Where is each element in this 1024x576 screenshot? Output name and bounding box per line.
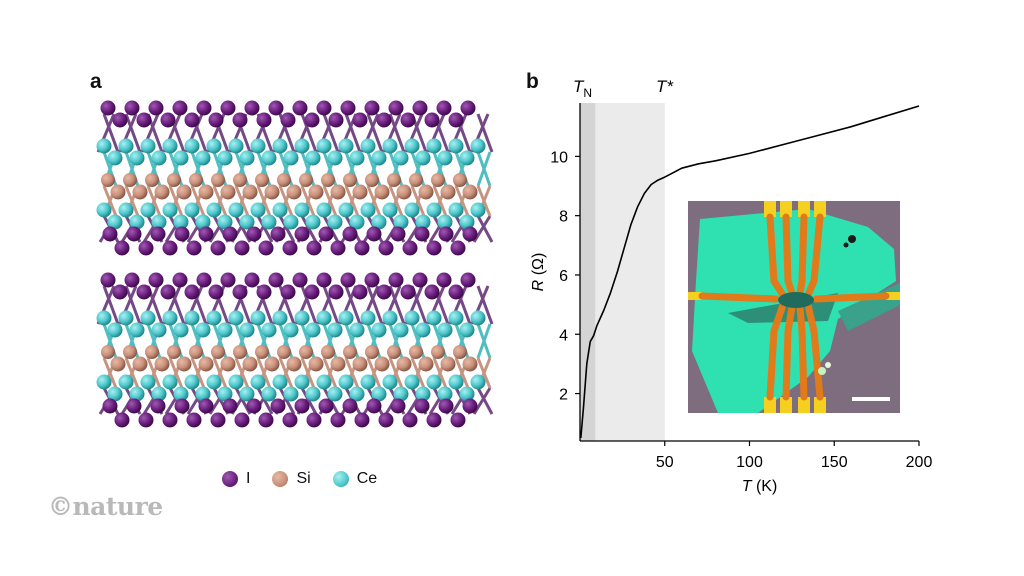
silicon-legend-swatch	[272, 471, 289, 487]
tstar-annotation: T*	[656, 77, 674, 96]
x-tick-label: 150	[821, 454, 848, 471]
upper-layer	[96, 100, 494, 256]
tn-shaded-region	[580, 103, 596, 441]
y-tick-label: 6	[559, 268, 568, 285]
x-axis-title: T (K)	[742, 478, 778, 495]
x-tick-label: 100	[736, 454, 763, 471]
x-tick-label: 50	[656, 454, 674, 471]
cerium-legend-swatch	[332, 471, 349, 487]
y-tick-label: 8	[559, 209, 568, 226]
crystal-structure-illustration	[96, 100, 494, 428]
resistance-curve	[580, 105, 920, 439]
iodine-legend-label: I	[246, 470, 251, 487]
y-tick-label: 2	[559, 387, 568, 404]
y-tick-label: 4	[559, 327, 568, 344]
y-tick-label: 10	[550, 149, 568, 166]
nature-logo: ©nature	[48, 492, 163, 521]
silicon-legend-label: Si	[296, 470, 311, 487]
lower-layer	[96, 272, 494, 428]
atom-legend: I Si Ce	[222, 470, 391, 488]
tn-annotation: TN	[573, 77, 592, 100]
cerium-legend-label: Ce	[356, 470, 378, 487]
iodine-legend-swatch	[222, 471, 238, 487]
y-axis-title: R (Ω)	[530, 253, 547, 292]
panel-b-label: b	[526, 70, 539, 93]
panel-a-label: a	[90, 70, 102, 93]
device-micrograph-inset	[688, 201, 900, 413]
x-tick-label: 200	[906, 454, 933, 471]
